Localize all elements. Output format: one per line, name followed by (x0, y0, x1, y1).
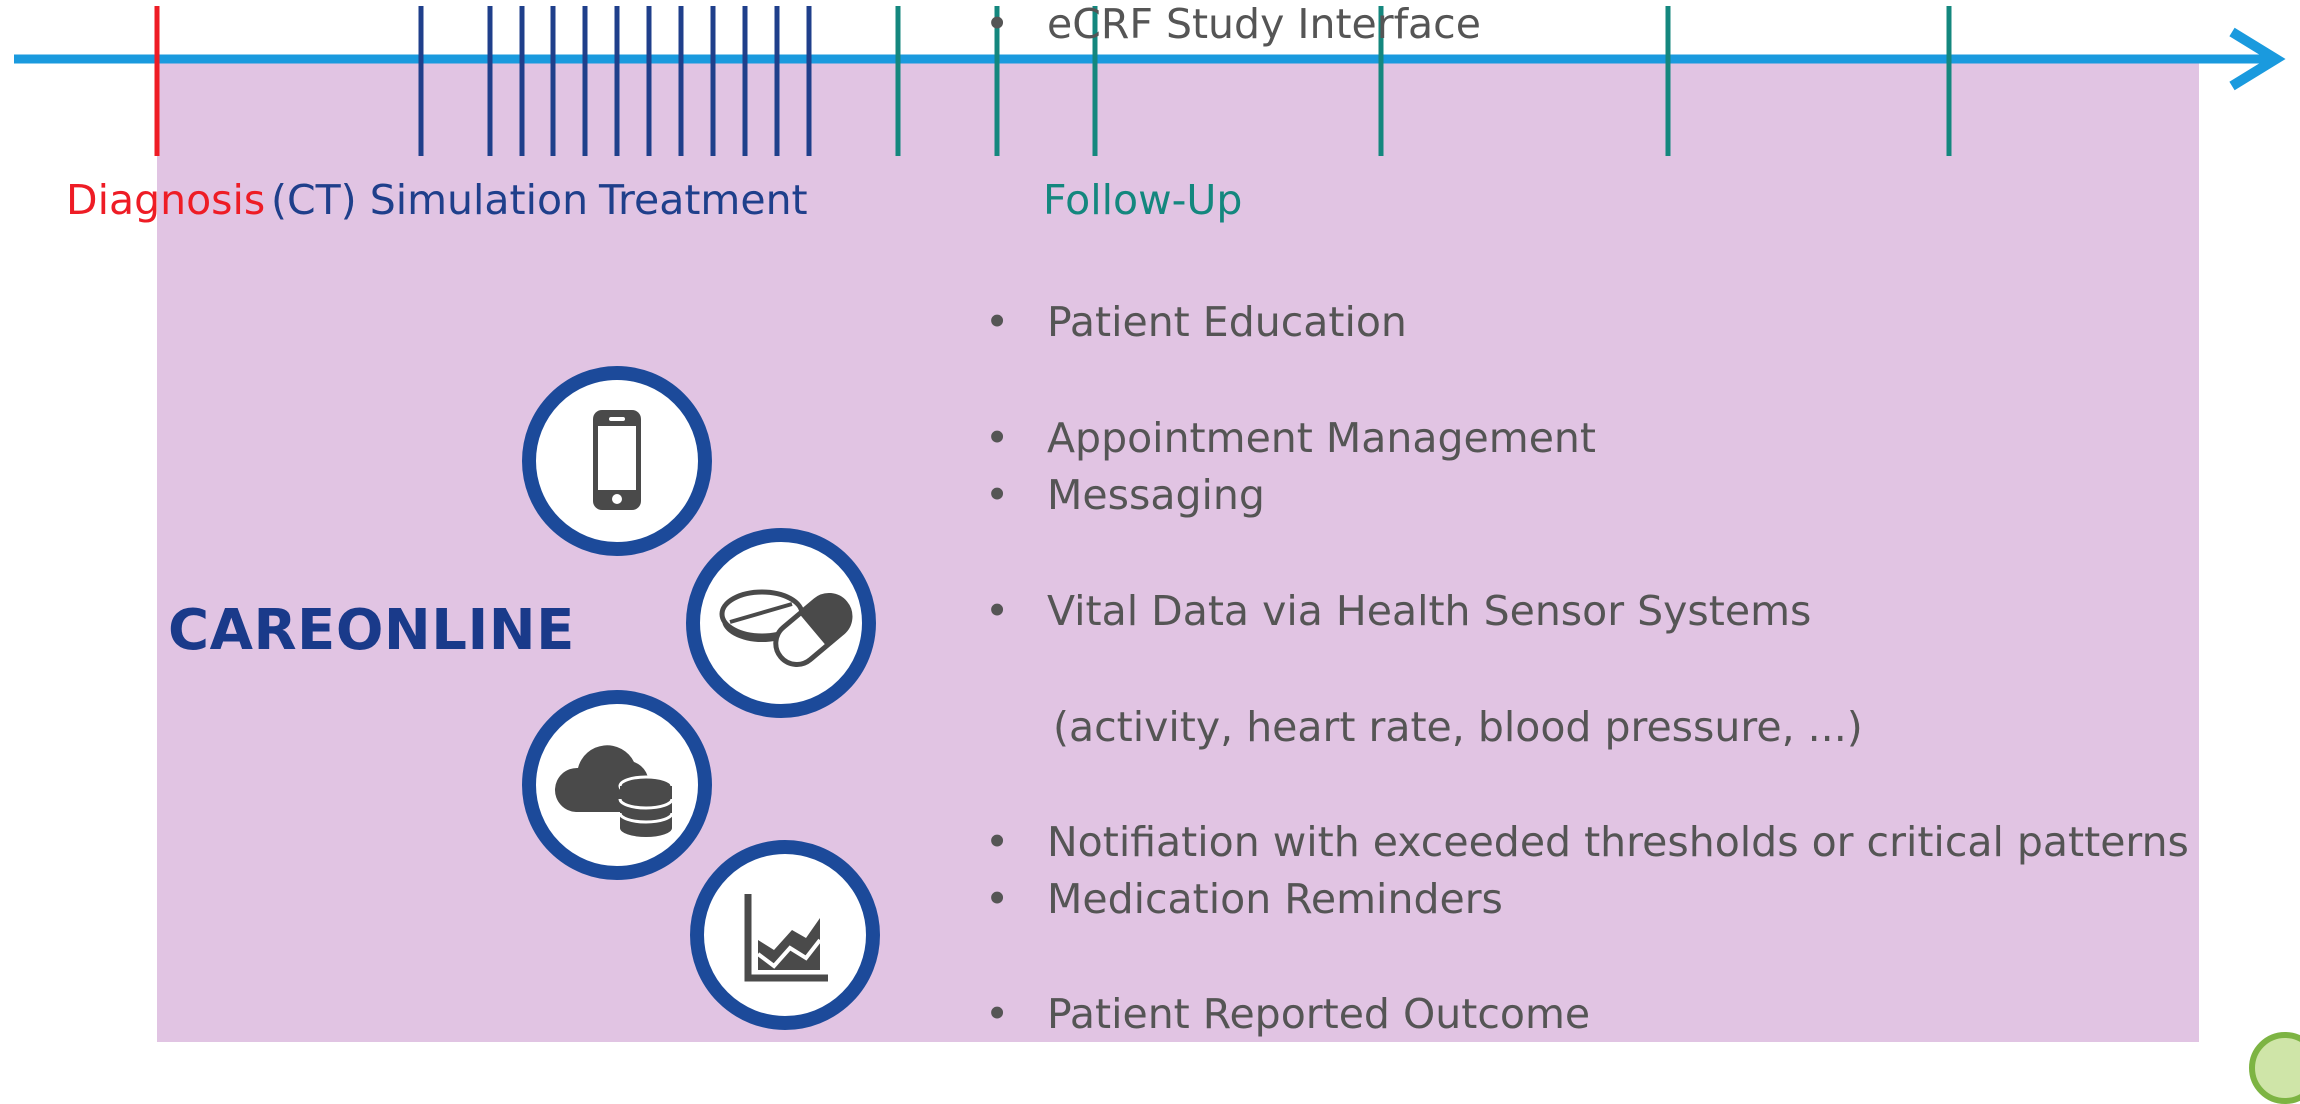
bullet-icon: • (985, 414, 1010, 462)
cloud-database-icon (522, 690, 712, 880)
careonline-background-panel (157, 60, 2199, 1042)
feature-item: • Vital Data via Health Sensor Systems (985, 587, 1811, 635)
chart-icon (690, 840, 880, 1030)
feature-text: (activity, heart rate, blood pressure, .… (1053, 703, 1863, 751)
feature-item: • eCRF Study Interface (985, 0, 1481, 48)
phase-simulation-label: (CT) Simulation (271, 176, 589, 224)
careonline-title: CAREONLINE (168, 598, 575, 663)
feature-text: Medication Reminders (1047, 875, 1503, 923)
feature-item: • Appointment Management (985, 414, 1596, 462)
timeline-arrowhead (2229, 27, 2286, 91)
phase-follow-up-label: Follow-Up (1043, 176, 1243, 224)
feature-text: eCRF Study Interface (1047, 0, 1481, 48)
feature-text: Notifiation with exceeded thresholds or … (1047, 818, 2189, 866)
bullet-icon: • (985, 587, 1010, 635)
phase-diagnosis-label: Diagnosis (66, 176, 266, 224)
pills-icon (686, 528, 876, 718)
smartphone-icon (522, 366, 712, 556)
feature-text: Appointment Management (1047, 414, 1596, 462)
corner-logo-badge (2249, 1032, 2300, 1104)
follow-up-ticks (895, 6, 1952, 156)
feature-item: • Notifiation with exceeded thresholds or… (985, 818, 2189, 866)
feature-text: Vital Data via Health Sensor Systems (1047, 587, 1812, 635)
simulation-treatment-ticks (418, 6, 812, 156)
bullet-icon: • (985, 0, 1010, 48)
careonline-diagram: Diagnosis (CT) Simulation Treatment Foll… (14, 0, 2300, 1104)
bullet-icon: • (985, 990, 1010, 1038)
feature-item: • Messaging (985, 471, 1265, 519)
feature-item-continuation: (activity, heart rate, blood pressure, .… (985, 703, 1863, 751)
feature-item: • Medication Reminders (985, 875, 1503, 923)
feature-item: • Patient Reported Outcome (985, 990, 1590, 1038)
feature-text: Patient Reported Outcome (1047, 990, 1591, 1038)
bullet-icon: • (985, 471, 1010, 519)
feature-text: Messaging (1047, 471, 1265, 519)
feature-item: • Patient Education (985, 298, 1407, 346)
timeline-svg (14, 6, 2286, 156)
bullet-icon: • (985, 298, 1010, 346)
bullet-icon: • (985, 818, 1010, 866)
feature-text: Patient Education (1047, 298, 1407, 346)
bullet-icon: • (985, 875, 1010, 923)
phase-treatment-label: Treatment (599, 176, 808, 224)
